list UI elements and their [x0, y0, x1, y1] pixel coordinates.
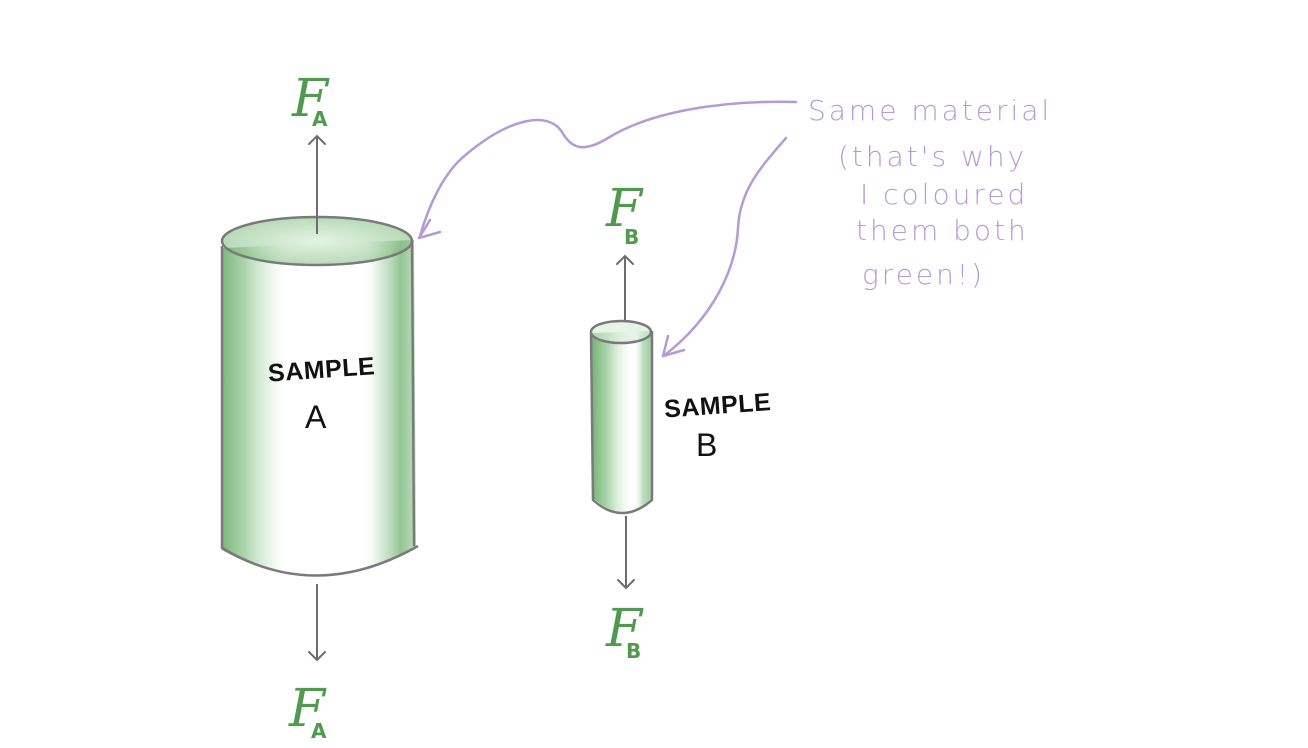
cylinder-sample-a — [220, 215, 419, 577]
force-label-a-bottom: F A — [288, 679, 327, 743]
force-letter: F — [605, 179, 644, 239]
force-label-a-top: F A — [291, 69, 330, 131]
sample-letter: B — [696, 427, 717, 463]
annotation-line-4: them both — [856, 214, 1029, 247]
force-label-b-top: F B — [605, 179, 644, 249]
sample-b-label: SAMPLE B — [663, 388, 772, 463]
annotation-arrowhead-b — [661, 334, 686, 358]
cylinder-a-body-shading — [222, 240, 416, 577]
annotation-line-5: green!) — [862, 258, 985, 291]
force-letter: F — [605, 599, 644, 659]
force-subscript: B — [624, 225, 639, 249]
annotation-note: Same material (that's why I coloured the… — [808, 94, 1052, 291]
annotation-arrowhead-a — [417, 218, 442, 240]
annotation-pointer-to-b — [664, 136, 788, 356]
force-label-b-bottom: F B — [605, 599, 644, 663]
force-subscript: B — [626, 639, 641, 663]
annotation-line-1: Same material — [808, 94, 1052, 127]
cylinder-a-outline-left-bottom — [220, 246, 419, 577]
cylinder-b-outline — [589, 331, 654, 515]
annotation-pointer-to-a — [418, 100, 798, 238]
sample-word: SAMPLE — [663, 388, 772, 423]
cylinder-b-top — [589, 319, 653, 345]
sample-letter: A — [305, 399, 327, 435]
force-letter: F — [291, 69, 330, 129]
force-subscript: A — [311, 719, 327, 743]
cylinder-a-outline-right — [410, 239, 416, 547]
annotation-line-2: (that's why — [838, 140, 1027, 173]
force-letter: F — [288, 679, 327, 739]
cylinder-b-body-shading — [591, 331, 652, 512]
force-subscript: A — [312, 107, 328, 131]
cylinder-sample-b — [589, 319, 654, 515]
annotation-line-3: I coloured — [860, 178, 1028, 211]
